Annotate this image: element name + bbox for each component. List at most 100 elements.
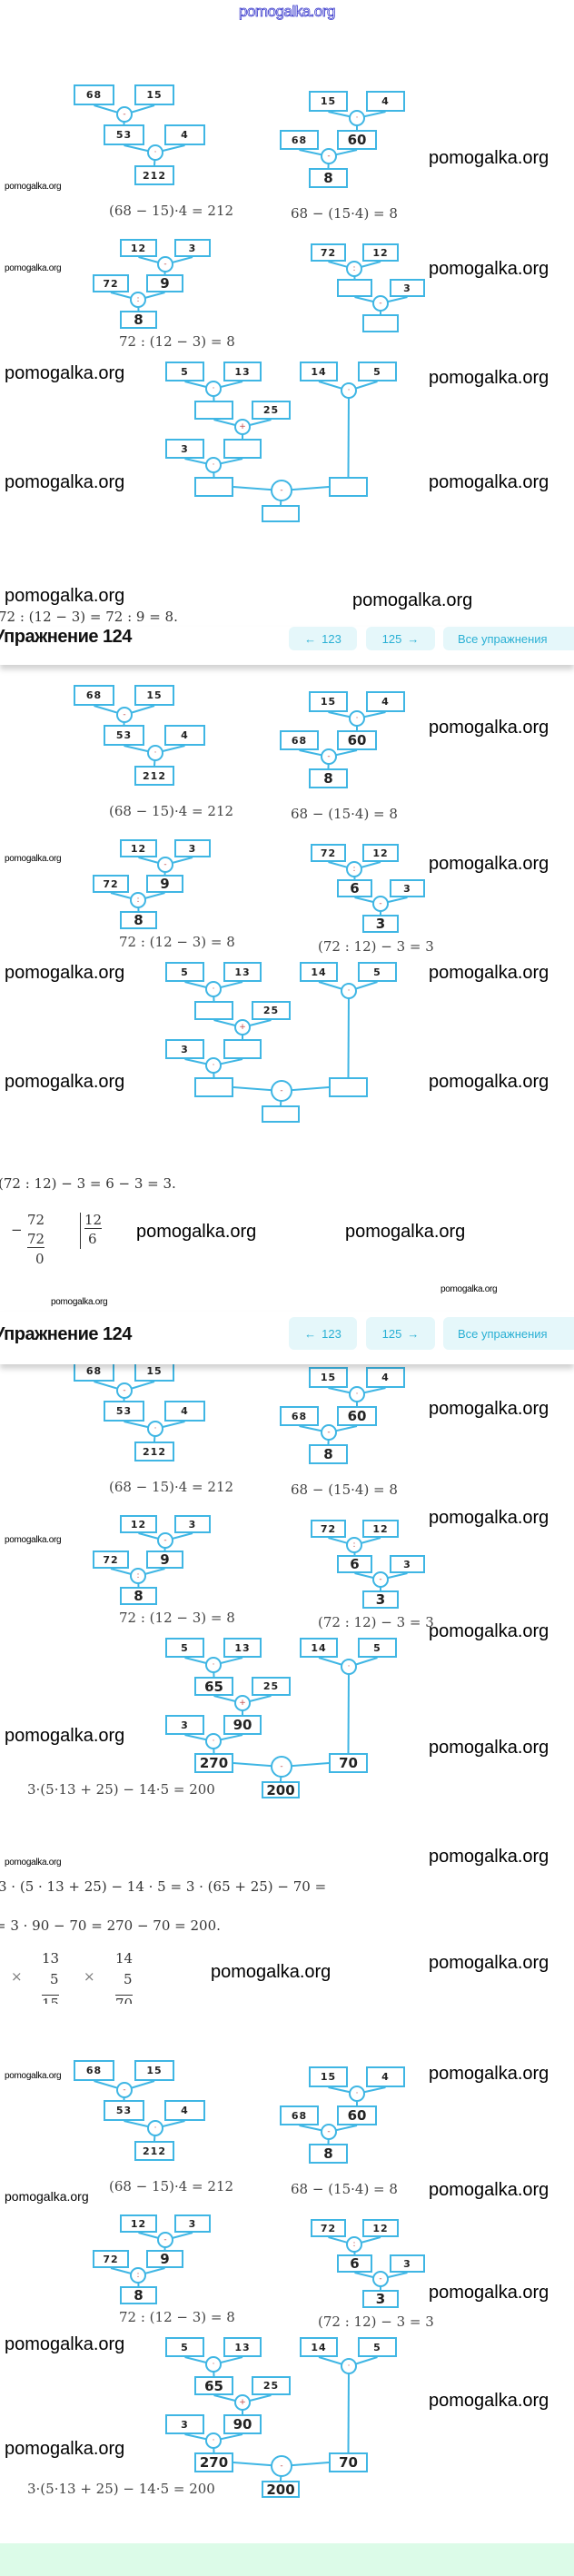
number-box: 5 xyxy=(165,2337,204,2357)
operator-circle: : xyxy=(346,2236,362,2253)
number-box: 4 xyxy=(164,725,205,746)
operator-circle: - xyxy=(271,480,292,501)
watermark-text: pomogalka.org xyxy=(5,2189,89,2204)
number-box: 68 xyxy=(74,2060,114,2081)
number-box: 5 xyxy=(358,1638,397,1658)
number-box: 3 xyxy=(362,915,399,933)
number-box: 53 xyxy=(104,725,144,746)
watermark-text: pomogalka.org xyxy=(429,1738,549,1758)
empty-answer-box xyxy=(194,1001,233,1020)
number-box: 8 xyxy=(120,911,157,929)
number-box: 9 xyxy=(146,2250,183,2268)
prev-exercise-button[interactable]: ←123 xyxy=(289,1317,357,1350)
number-box: 3 xyxy=(165,2414,204,2434)
operator-circle: : xyxy=(130,292,146,308)
number-box: 15 xyxy=(134,84,174,105)
empty-answer-box xyxy=(194,477,233,497)
number-box: 3 xyxy=(165,439,204,459)
next-exercise-button[interactable]: 125→ xyxy=(366,1317,435,1350)
operator-circle: : xyxy=(130,2267,146,2284)
number-box: 12 xyxy=(362,844,399,862)
number-box: 15 xyxy=(309,691,348,712)
operator-circle: · xyxy=(205,457,222,473)
number-box: 3 xyxy=(174,239,211,257)
operator-circle: - xyxy=(157,857,173,873)
watermark-text: pomogalka.org xyxy=(429,472,549,492)
division-bar xyxy=(80,1213,81,1249)
watermark-text: pomogalka.org xyxy=(5,1858,62,1868)
remainder: 0 xyxy=(35,1251,45,1267)
empty-answer-box xyxy=(223,1039,262,1059)
watermark-text: pomogalka.org xyxy=(5,363,125,383)
number-box: 15 xyxy=(134,1364,174,1382)
empty-answer-box xyxy=(262,1105,300,1123)
watermark-text: pomogalka.org xyxy=(345,1222,466,1242)
number-box: 60 xyxy=(337,1406,377,1426)
quotient: 6 xyxy=(88,1231,97,1247)
operator-circle: + xyxy=(234,1695,251,1711)
number-box: 3 xyxy=(174,2214,211,2233)
operator-circle: - xyxy=(157,2232,173,2248)
operator-circle: · xyxy=(341,983,357,999)
number-box: 72 xyxy=(93,274,129,292)
operator-circle: · xyxy=(205,2432,222,2449)
prev-exercise-button[interactable]: ←123 xyxy=(289,627,357,650)
expression-a: (68 − 15)·4 = 212 xyxy=(109,1479,234,1495)
number-box: 4 xyxy=(164,1401,205,1422)
exercise-title: Упражнение 124 xyxy=(0,1324,132,1344)
number-box: 68 xyxy=(280,2105,319,2125)
number-box: 3 xyxy=(390,879,425,897)
watermark-text: pomogalka.org xyxy=(5,2439,125,2459)
number-box: 12 xyxy=(362,243,399,262)
number-box: 212 xyxy=(134,1442,174,1461)
solution-panel-3: 3 · (5 · 13 + 25) − 14 · 5 = 3 · (65 + 2… xyxy=(0,1364,574,2004)
number-box: 8 xyxy=(309,168,348,188)
watermark-text: pomogalka.org xyxy=(429,1072,549,1092)
operator-circle: · xyxy=(147,2120,163,2136)
number-box: 25 xyxy=(252,1677,291,1696)
watermark-text: pomogalka.org xyxy=(136,1222,257,1242)
operator-circle: - xyxy=(321,748,337,765)
watermark-text: pomogalka.org xyxy=(51,1297,108,1307)
watermark-text: pomogalka.org xyxy=(429,259,549,279)
number-box: 4 xyxy=(164,124,205,145)
operator-circle: + xyxy=(234,419,251,435)
number-box: 3 xyxy=(174,1515,211,1533)
number-box: 68 xyxy=(280,730,319,750)
next-exercise-button[interactable]: 125→ xyxy=(366,627,435,650)
operator-circle: - xyxy=(116,106,133,123)
times-sign: × xyxy=(11,1968,23,1985)
watermark-text: pomogalka.org xyxy=(211,1962,332,1982)
operator-circle: - xyxy=(271,1080,292,1102)
number-box: 270 xyxy=(194,2452,233,2472)
number-box: 4 xyxy=(366,1367,405,1388)
operator-circle: · xyxy=(205,1057,222,1074)
watermark-text: pomogalka.org xyxy=(5,1535,62,1545)
arrow-left-icon: ← xyxy=(304,631,317,646)
expression-d: (72 : 12) − 3 = 3 xyxy=(318,1614,434,1630)
number-box: 8 xyxy=(120,311,157,329)
operator-circle: : xyxy=(130,1568,146,1584)
number-box: 15 xyxy=(309,91,348,112)
operator-circle: + xyxy=(234,1019,251,1035)
number-box: 25 xyxy=(252,1001,291,1020)
product: 70 xyxy=(115,1995,134,2004)
watermark-text: pomogalka.org xyxy=(429,1621,549,1641)
number-box: 5 xyxy=(358,362,397,381)
number-box: 12 xyxy=(120,2214,157,2233)
number-box: 72 xyxy=(93,1551,129,1569)
factor: 14 xyxy=(115,1950,134,1967)
number-box: 53 xyxy=(104,1401,144,1422)
number-box: 15 xyxy=(134,2060,174,2081)
connector-line xyxy=(347,390,350,478)
number-box: 53 xyxy=(104,2100,144,2121)
watermark-text: pomogalka.org xyxy=(5,1072,125,1092)
tree-connectors xyxy=(94,104,408,506)
site-logo[interactable]: pomogalka.org xyxy=(239,3,336,21)
all-exercises-button[interactable]: Все упражнения xyxy=(443,1317,574,1350)
empty-answer-box xyxy=(262,505,300,522)
operator-circle: · xyxy=(205,981,222,997)
all-exercises-button[interactable]: Все упражнения xyxy=(443,627,574,650)
watermark-text: pomogalka.org xyxy=(5,586,125,606)
